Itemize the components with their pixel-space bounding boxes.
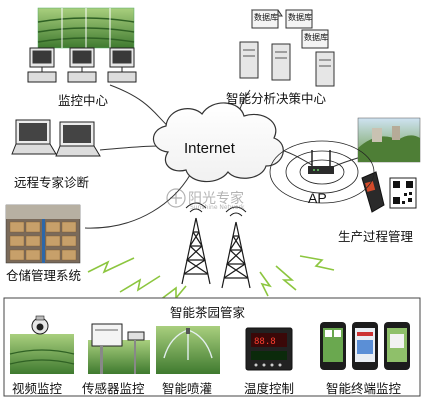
wifi-signal-rings: [269, 140, 375, 204]
butler-item-irrigation: 智能喷灌: [162, 381, 213, 396]
temperature-controller-image: 88.8: [245, 327, 293, 371]
butler-item-temperature: 温度控制: [244, 381, 295, 396]
internet-cloud: [152, 102, 284, 183]
ap-router-icon: [308, 150, 334, 174]
expert-laptops: [11, 119, 101, 157]
sensor-monitor-image: [88, 323, 150, 374]
monitor-pcs: [27, 47, 137, 83]
warehouse-photo: [5, 204, 81, 264]
internet-label: Internet: [184, 140, 235, 157]
svg-text:88.8: 88.8: [254, 337, 276, 347]
link-expert: [99, 145, 161, 151]
monitor-center-label: 监控中心: [58, 93, 109, 108]
butler-title: 智能茶园管家: [170, 305, 246, 320]
butler-item-terminal: 智能终端监控: [326, 381, 402, 396]
wireless-bolts: [87, 255, 335, 301]
database-label-3: 数据库: [304, 33, 328, 42]
analysis-center-label: 智能分析决策中心: [226, 91, 327, 106]
video-monitor-image: [9, 315, 75, 374]
watermark-sub: Sunshine Network: [190, 204, 245, 211]
butler-item-sensor: 传感器监控: [82, 381, 145, 396]
smart-terminal-phones: [320, 322, 410, 370]
tea-field-photo: [37, 7, 135, 49]
radio-towers: [181, 202, 251, 289]
production-photo: [357, 117, 421, 163]
barcode-scanner: [361, 171, 385, 213]
qr-code: [389, 177, 417, 209]
irrigation-image: [156, 326, 220, 374]
database-servers: [239, 9, 335, 87]
database-label-1: 数据库: [254, 13, 278, 22]
ap-label: AP: [308, 190, 327, 206]
link-monitor: [109, 84, 171, 129]
expert-diagnosis-label: 远程专家诊断: [14, 175, 90, 190]
warehouse-mgmt-label: 仓储管理系统: [6, 268, 82, 283]
production-mgmt-label: 生产过程管理: [338, 229, 414, 244]
watermark-logo: [166, 188, 186, 208]
link-warehouse: [84, 174, 191, 229]
database-label-2: 数据库: [288, 13, 312, 22]
watermark-name: 阳光专家: [188, 191, 244, 207]
butler-item-video: 视频监控: [12, 381, 63, 396]
